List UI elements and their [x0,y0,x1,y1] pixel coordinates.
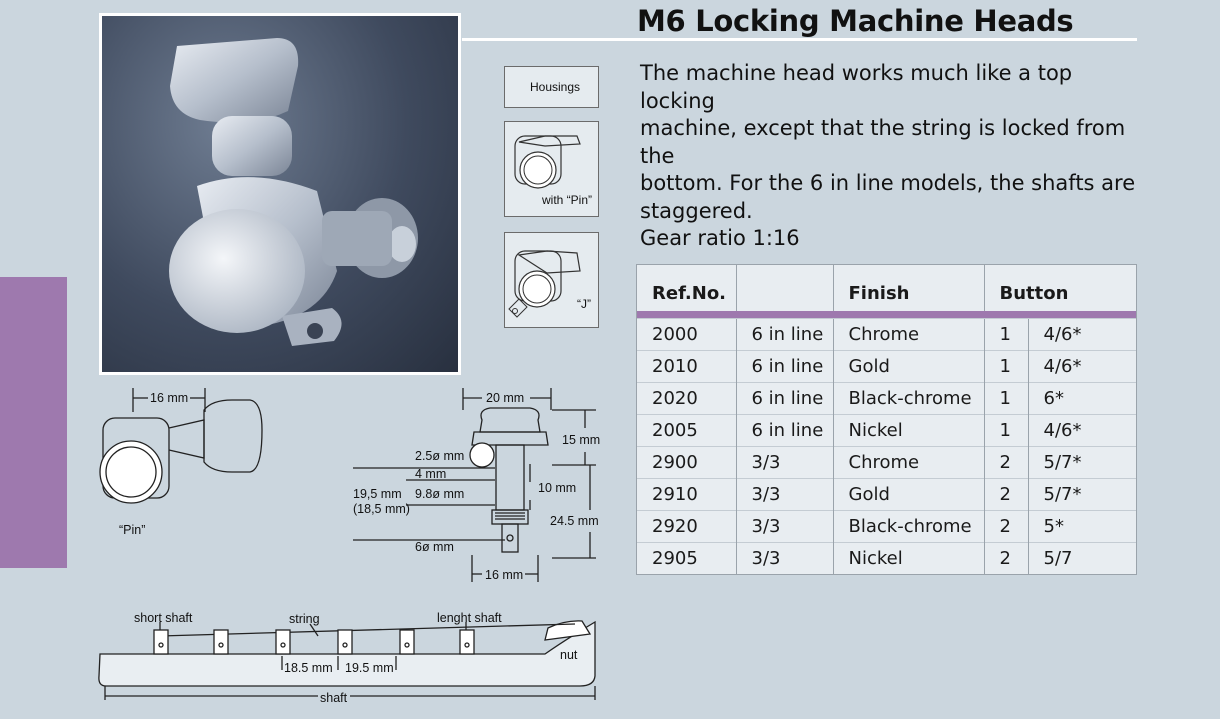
spacing-b-dim: 19.5 mm [345,661,394,675]
button-size-cell: 5/7* [1027,477,1136,510]
button-size-cell: 6* [1027,381,1136,414]
pin-caption: “Pin” [119,523,145,537]
ref-no-cell: 2910 [637,477,736,510]
pin-label: with “Pin” [542,193,593,207]
page-title: M6 Locking Machine Heads [637,4,1074,38]
button-count-cell: 2 [983,445,1028,478]
title-underline [462,38,1137,41]
button-count-cell: 2 [983,509,1028,542]
front-shaft-len-dim: 19,5 mm [353,487,402,501]
shaft-label: shaft [320,691,348,705]
button-count-cell: 1 [983,317,1028,350]
spacing-a-dim: 18.5 mm [284,661,333,675]
housings-header-box: Housings [504,66,599,108]
table-row: 2020 6 in line Black-chrome 1 6* [637,381,1136,414]
config-cell: 3/3 [735,445,833,478]
ref-no-cell: 2905 [637,541,736,574]
button-count-cell: 2 [983,477,1028,510]
description-line: The machine head works much like a top l… [640,61,1073,113]
button-size-cell: 4/6* [1027,413,1136,446]
tuner-photo-image [169,38,418,346]
finish-cell: Black-chrome [832,509,984,542]
table-row: 2920 3/3 Black-chrome 2 5* [637,509,1136,542]
config-cell: 6 in line [735,413,833,446]
description-line: Gear ratio 1:16 [640,226,800,250]
side-button-dim: 16 mm [150,391,188,405]
table-row: 2900 3/3 Chrome 2 5/7* [637,445,1136,478]
button-count-cell: 1 [983,381,1028,414]
housings-label: Housings [530,80,581,94]
table-row: 2000 6 in line Chrome 1 4/6* [637,317,1136,350]
config-cell: 3/3 [735,509,833,542]
table-row: 2005 6 in line Nickel 1 4/6* [637,413,1136,446]
header-config [735,265,833,311]
config-cell: 6 in line [735,381,833,414]
finish-cell: Gold [832,349,984,382]
config-cell: 6 in line [735,317,833,350]
header-button: Button [983,265,1136,311]
table-row: 2910 3/3 Gold 2 5/7* [637,477,1136,510]
finish-cell: Nickel [832,413,984,446]
housing-j-box: “J” [504,232,599,328]
button-size-cell: 4/6* [1027,349,1136,382]
front-bushing-dim: 10 mm [538,481,576,495]
ref-no-cell: 2900 [637,445,736,478]
table-row: 2905 3/3 Nickel 2 5/7 [637,541,1136,574]
ref-no-cell: 2000 [637,317,736,350]
ref-no-cell: 2920 [637,509,736,542]
finish-cell: Gold [832,477,984,510]
ref-no-cell: 2010 [637,349,736,382]
button-count-cell: 1 [983,413,1028,446]
front-base-width-dim: 16 mm [485,568,523,582]
front-button-height-dim: 15 mm [562,433,600,447]
config-cell: 6 in line [735,349,833,382]
front-offset-dim: 4 mm [415,467,446,481]
side-accent-tab [0,277,67,568]
button-count-cell: 2 [983,541,1028,574]
front-pin-dia-dim: 2.5ø mm [415,449,464,463]
table-row: 2010 6 in line Gold 1 4/6* [637,349,1136,382]
finish-cell: Chrome [832,445,984,478]
finish-cell: Black-chrome [832,381,984,414]
headstock-drawing [98,620,596,700]
j-label: “J” [577,297,591,311]
long-shaft-label: lenght shaft [437,611,502,625]
button-size-cell: 5/7* [1027,445,1136,478]
housing-pin-box: with “Pin” [504,121,599,217]
header-ref-no: Ref.No. [652,283,727,304]
finish-cell: Nickel [832,541,984,574]
side-view-drawing [99,388,263,504]
header-band [637,311,1136,318]
spec-table: Ref.No. Finish Button 2000 6 in line Chr… [636,264,1137,575]
front-post-dia-dim: 6ø mm [415,540,454,554]
config-cell: 3/3 [735,477,833,510]
front-shaft-len-alt-dim: (18,5 mm) [353,502,410,516]
description: The machine head works much like a top l… [640,60,1140,253]
housing-j-icon [508,250,581,318]
front-shaft-dia-dim: 9.8ø mm [415,487,464,501]
button-count-cell: 1 [983,349,1028,382]
button-size-cell: 5* [1027,509,1136,542]
header-finish: Finish [832,265,984,311]
ref-no-cell: 2005 [637,413,736,446]
config-cell: 3/3 [735,541,833,574]
nut-label: nut [560,648,578,662]
housing-pin-icon [514,135,581,189]
front-total-dim: 24.5 mm [550,514,599,528]
description-line: staggered. [640,198,753,223]
short-shaft-label: short shaft [134,611,193,625]
product-photo [99,13,461,375]
button-size-cell: 4/6* [1027,317,1136,350]
description-line: bottom. For the 6 in line models, the sh… [640,171,1136,195]
front-top-width-dim: 20 mm [486,391,524,405]
ref-no-cell: 2020 [637,381,736,414]
button-size-cell: 5/7 [1027,541,1136,574]
front-view-drawing [353,388,596,582]
finish-cell: Chrome [832,317,984,350]
string-label: string [289,612,320,626]
description-line: machine, except that the string is locke… [640,116,1126,168]
